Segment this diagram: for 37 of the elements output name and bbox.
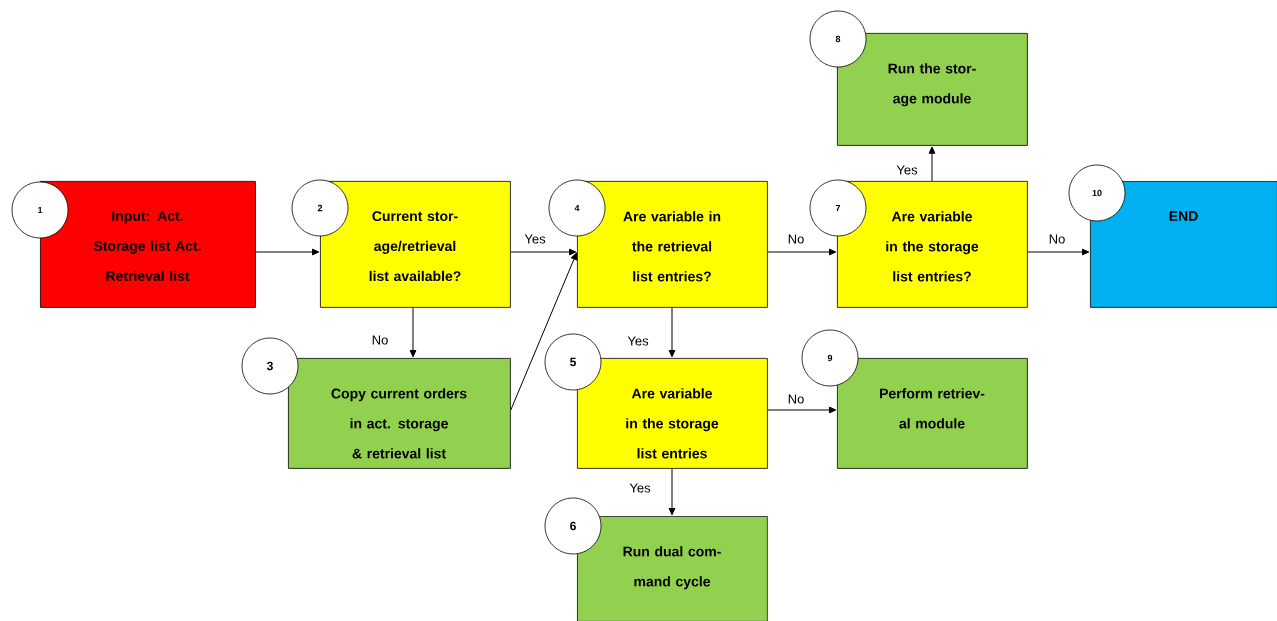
box-text: Run the stor- age module [888, 63, 976, 107]
arrow [510, 252, 578, 411]
process-box [1090, 181, 1277, 308]
process-box [577, 358, 768, 469]
edge-label: No [786, 393, 806, 405]
process-box [40, 181, 256, 308]
arrow [767, 406, 837, 414]
box-text: Are variable in the storage list entries? [886, 211, 979, 282]
box-text: Current stor- age/retrieval list available? [369, 211, 461, 282]
arrow [255, 248, 320, 256]
process-box [577, 516, 768, 621]
arrow [668, 468, 676, 516]
box-text: Perform retriev- al module [880, 388, 985, 429]
box-text: Are variable in the storage list entries [626, 388, 719, 459]
box-text: END [1169, 211, 1198, 221]
edge-label: No [370, 334, 390, 346]
box-text: Are variable in the retrieval list entries? [623, 211, 721, 282]
process-box [837, 181, 1028, 308]
edge-label: No [1047, 233, 1067, 245]
arrow [409, 307, 417, 358]
arrow [928, 146, 936, 182]
process-box [320, 181, 511, 308]
edge-label: Yes [895, 164, 919, 176]
arrow [668, 307, 676, 358]
box-text: Run dual com- mand cycle [623, 546, 721, 590]
arrow [1027, 248, 1090, 256]
process-box [837, 358, 1028, 469]
edge-label: Yes [628, 482, 652, 494]
box-text: Copy current orders in act. storage & retrieval list [331, 388, 467, 459]
arrow [767, 248, 837, 256]
process-box [837, 33, 1028, 146]
edge-label: No [786, 233, 806, 245]
arrow [510, 248, 577, 256]
process-box [288, 358, 511, 469]
edge-label: Yes [626, 335, 650, 347]
box-text: Input: Act. Storage list Act. Retrieval list [93, 211, 201, 281]
edge-label: Yes [523, 233, 547, 245]
